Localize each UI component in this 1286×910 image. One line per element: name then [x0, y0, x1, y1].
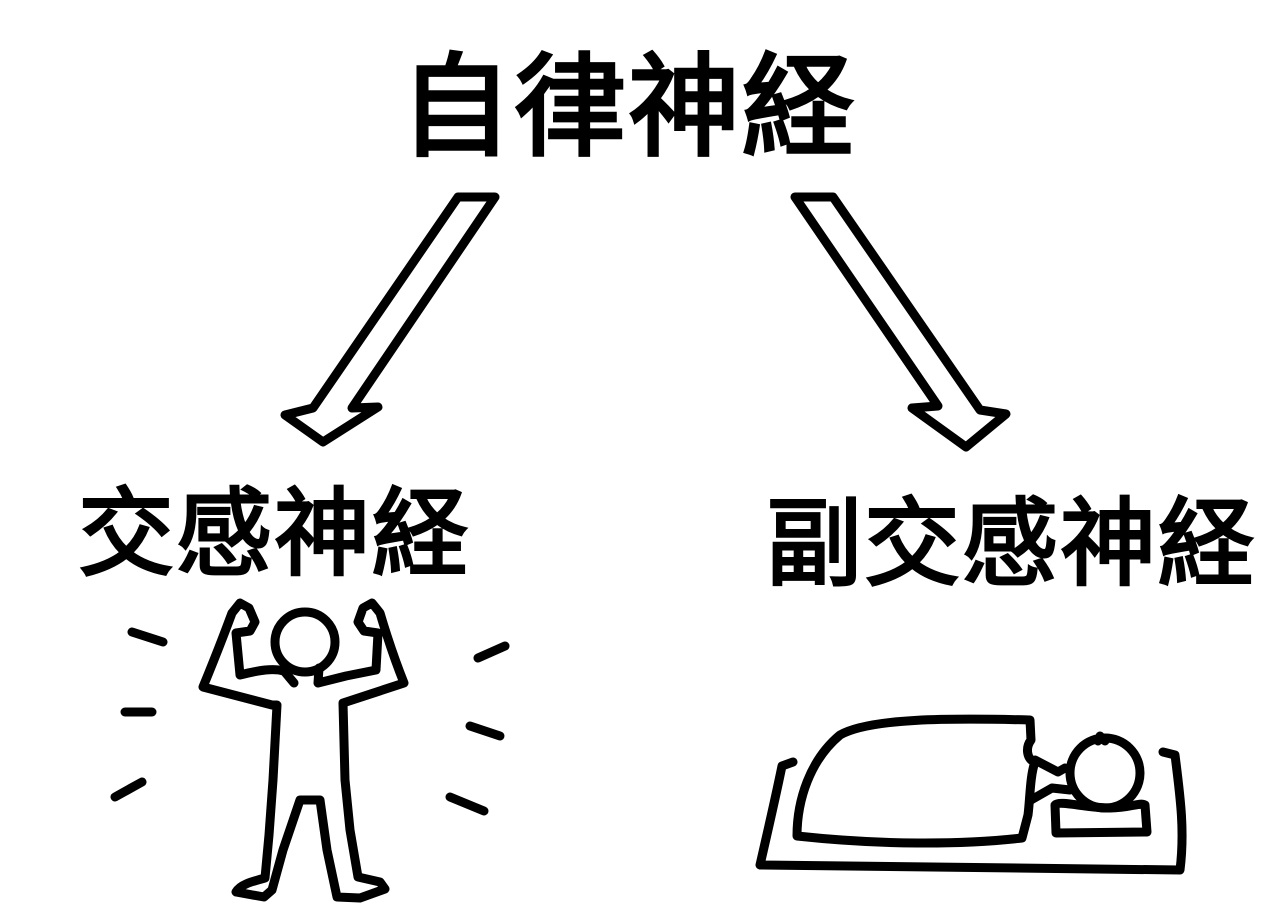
- sleeping-person-in-bed-icon: [755, 714, 1187, 875]
- arrow-down-left-icon: [280, 192, 500, 447]
- sympathetic-label: 交感神経: [78, 478, 470, 590]
- flexing-person-icon: [110, 598, 510, 903]
- parasympathetic-label: 副交感神経: [766, 488, 1256, 600]
- diagram-title: 自律神経: [400, 43, 856, 173]
- arrow-down-right-icon: [790, 192, 1011, 452]
